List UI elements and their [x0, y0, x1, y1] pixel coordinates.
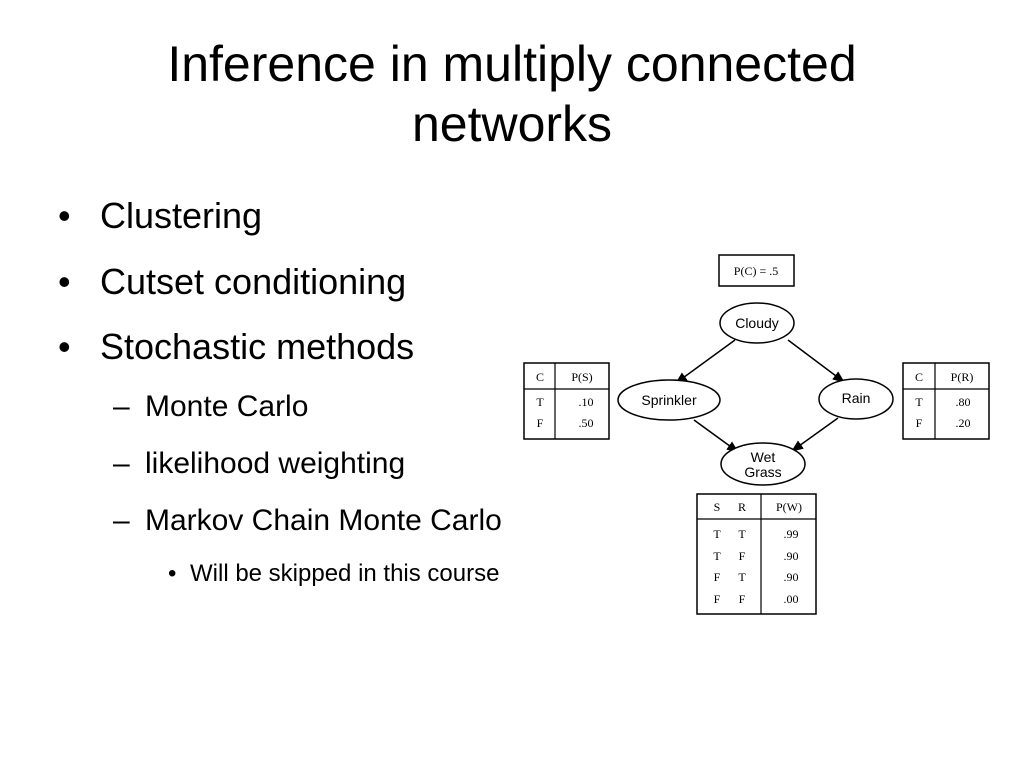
node-rain: Rain [818, 378, 894, 420]
cloudy-prior-label: P(C) = .5 [734, 264, 778, 278]
wetgrass-cpt-table: S R P(W) T T .99 T F .90 F T .90 F F .00 [696, 493, 817, 615]
slide-title: Inference in multiply connected networks [60, 34, 964, 154]
wetgrass-cpt-header-s: S [714, 500, 721, 514]
sprinkler-cpt-table: C P(S) T .10 F .50 [523, 362, 610, 440]
wetgrass-cpt-cell: .90 [784, 549, 799, 563]
sprinkler-cpt-cell: .10 [579, 395, 594, 409]
wetgrass-cpt-cell: F [714, 570, 721, 584]
edge-sprinkler-wetgrass [693, 419, 739, 453]
rain-cpt-cell: .80 [956, 395, 971, 409]
wetgrass-cpt-cell: F [714, 592, 721, 606]
edge-cloudy-rain [787, 339, 845, 383]
sprinkler-cpt-cell: T [536, 395, 544, 409]
node-wet-grass-label-1: Wet [751, 449, 776, 465]
wetgrass-cpt-cell: T [713, 549, 721, 563]
rain-cpt-cell: T [915, 395, 923, 409]
wetgrass-cpt-cell: .99 [784, 527, 799, 541]
wetgrass-cpt-header-pw: P(W) [776, 500, 802, 514]
edge-rain-wetgrass [791, 417, 839, 452]
title-line-2: networks [411, 96, 613, 152]
rain-cpt-cell: .20 [956, 416, 971, 430]
wetgrass-cpt-cell: T [738, 570, 746, 584]
rain-cpt-table: C P(R) T .80 F .20 [902, 362, 990, 440]
edge-cloudy-sprinkler [675, 339, 736, 384]
node-sprinkler-label: Sprinkler [641, 392, 697, 408]
rain-cpt-cell: F [916, 416, 923, 430]
wetgrass-cpt-cell: F [739, 592, 746, 606]
node-wet-grass-label-2: Grass [744, 464, 781, 480]
sprinkler-cpt-cell: F [537, 416, 544, 430]
rain-cpt-header-pr: P(R) [951, 370, 974, 384]
wetgrass-cpt-header-r: R [738, 500, 746, 514]
rain-cpt-header-c: C [915, 370, 923, 384]
sprinkler-cpt-header-ps: P(S) [571, 370, 592, 384]
wetgrass-cpt-cell: T [738, 527, 746, 541]
node-wet-grass: Wet Grass [720, 442, 806, 486]
network-edges [675, 339, 845, 453]
node-cloudy: Cloudy [719, 302, 795, 344]
sprinkler-cpt-cell: .50 [579, 416, 594, 430]
wetgrass-cpt-cell: .00 [784, 592, 799, 606]
node-sprinkler: Sprinkler [617, 379, 721, 421]
title-line-1: Inference in multiply connected [167, 36, 857, 92]
wetgrass-cpt-cell: T [713, 527, 721, 541]
cloudy-prior-box: P(C) = .5 [718, 254, 795, 287]
node-cloudy-label: Cloudy [735, 315, 779, 331]
wetgrass-cpt-cell: F [739, 549, 746, 563]
node-rain-label: Rain [842, 390, 871, 406]
wetgrass-cpt-cell: .90 [784, 570, 799, 584]
sprinkler-cpt-header-c: C [536, 370, 544, 384]
